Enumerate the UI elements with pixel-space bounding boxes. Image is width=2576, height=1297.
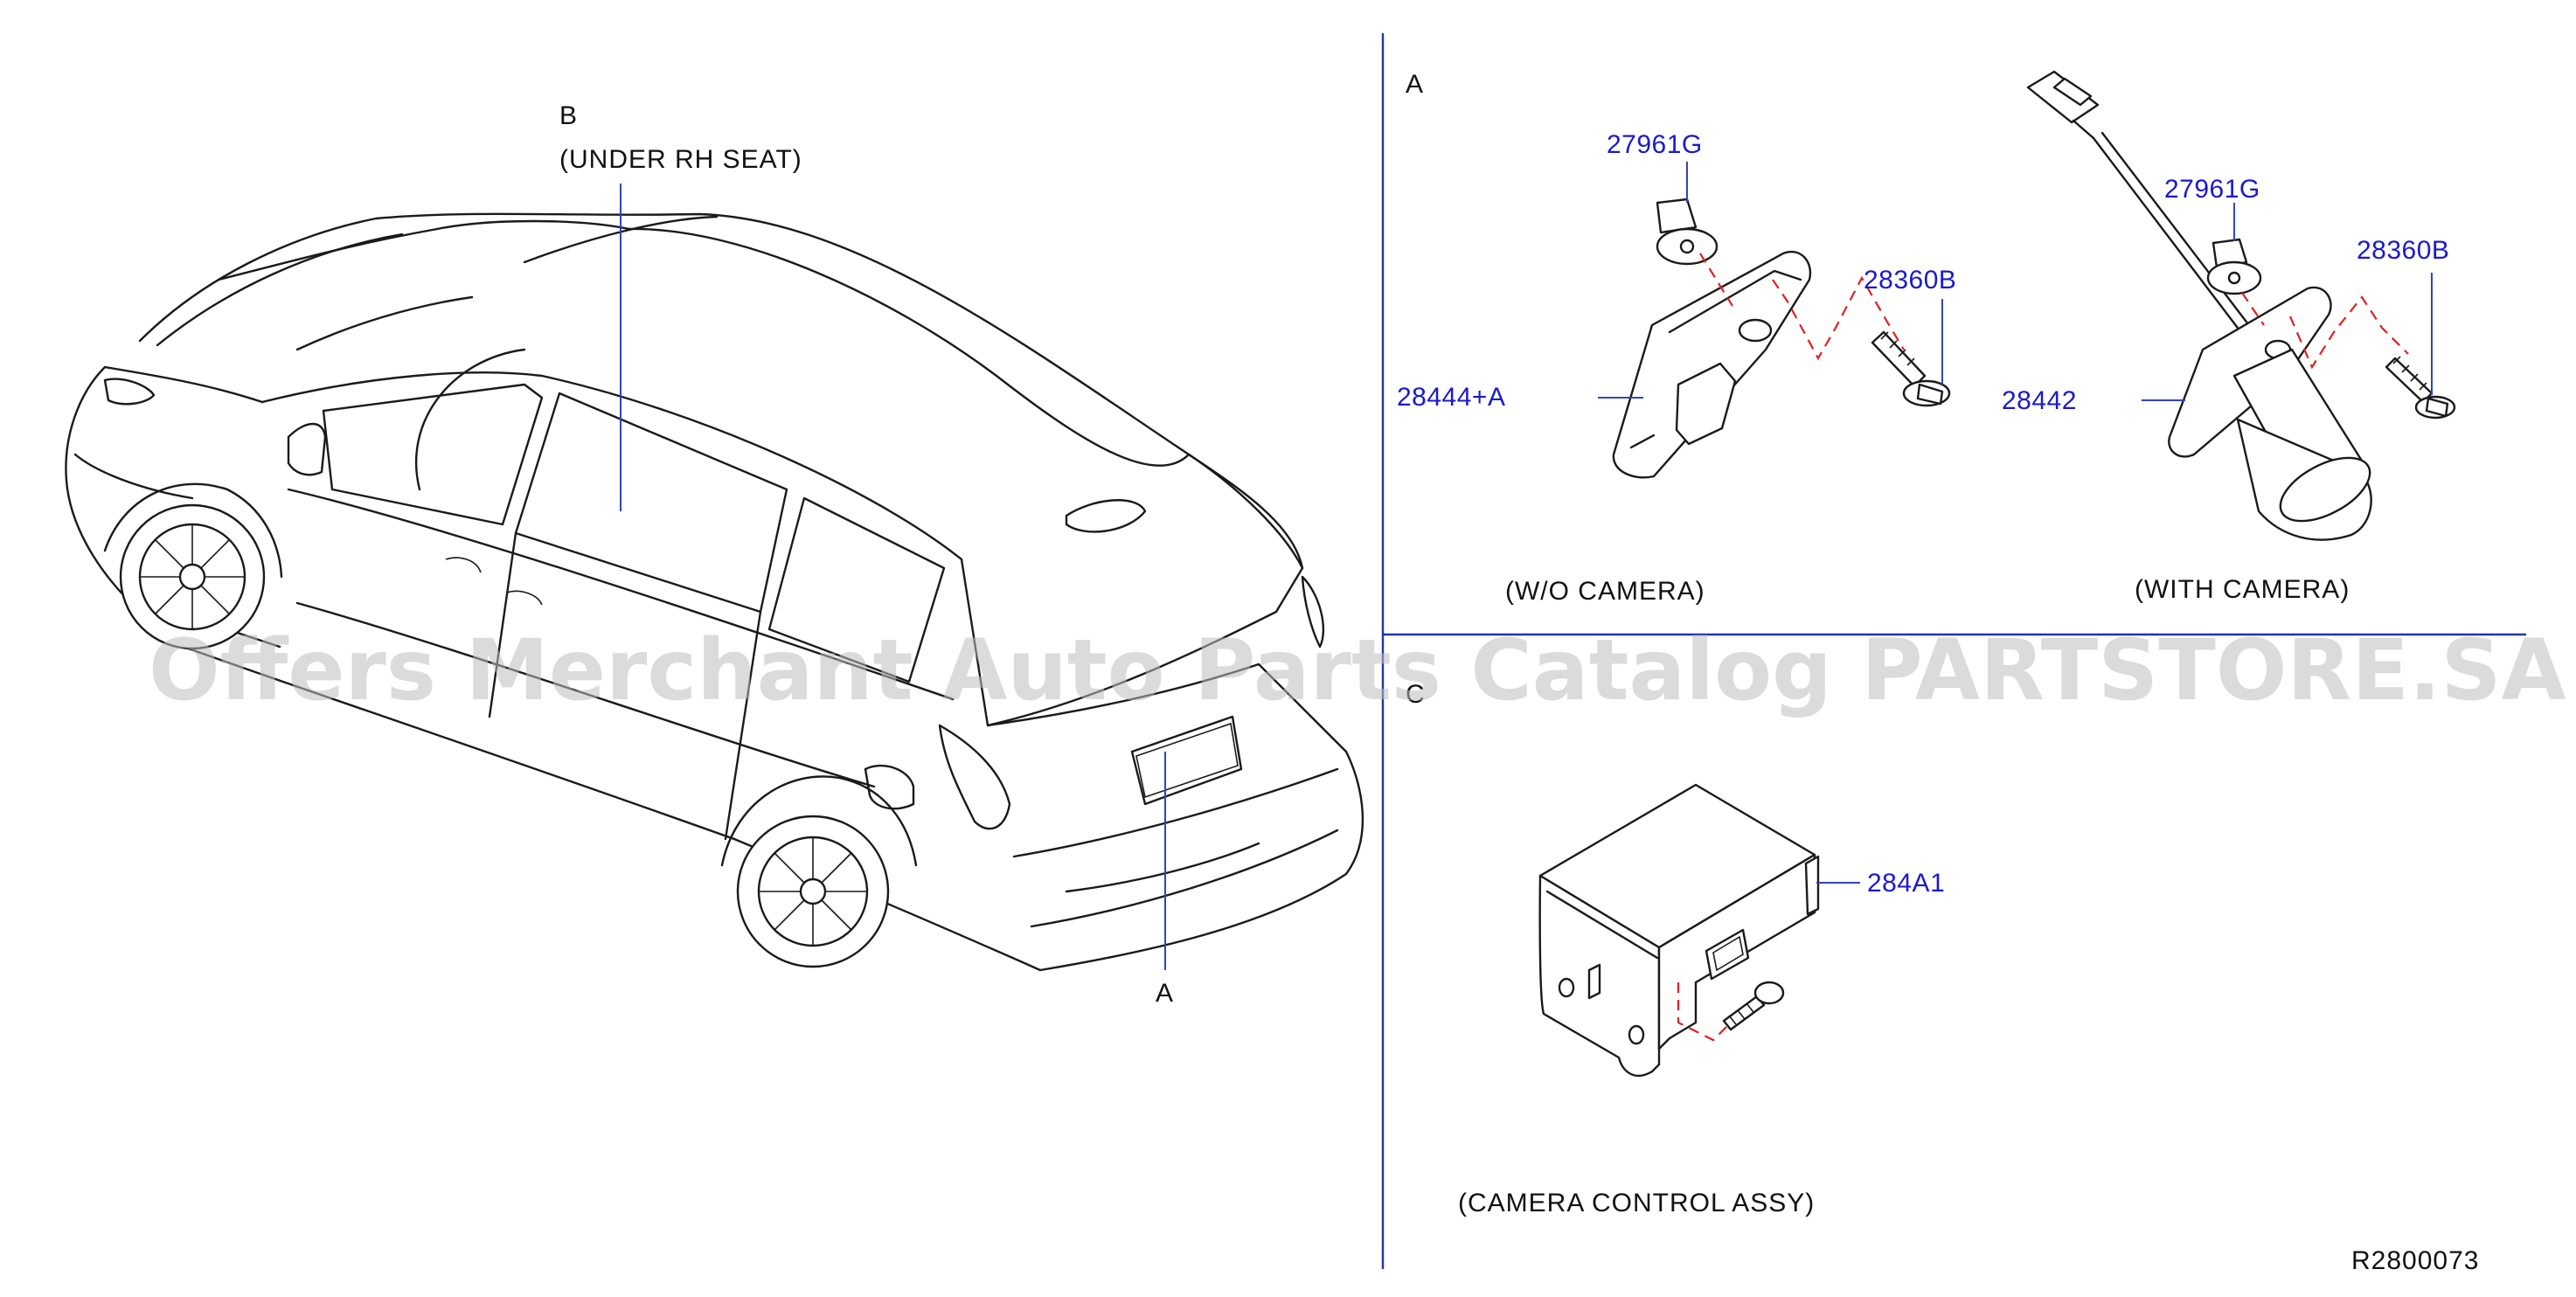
section-c-label: C <box>1406 680 1426 709</box>
clip-27961g-left <box>1656 198 1718 266</box>
callout-b-note: (UNDER RH SEAT) <box>559 145 802 174</box>
part-28444a-label: 28444+A <box>1397 383 1505 412</box>
part-28360b-label-left: 28360B <box>1864 266 1956 295</box>
caption-with-camera: (WITH CAMERA) <box>2135 575 2350 604</box>
section-a-label: A <box>1406 70 1424 99</box>
part-284a1-label: 284A1 <box>1867 869 1945 898</box>
caption-camera-control: (CAMERA CONTROL ASSY) <box>1458 1189 1815 1217</box>
control-unit-screw <box>1722 981 1785 1031</box>
camera-harness <box>2026 70 2261 347</box>
caption-wo-camera: (W/O CAMERA) <box>1505 577 1705 606</box>
watermark-text: Offers Merchant Auto Parts Catalog PARTS… <box>149 621 2566 719</box>
part-28360b-label-right: 28360B <box>2357 236 2449 265</box>
callout-b-label: B <box>559 101 578 130</box>
part-27961g-label: 27961G <box>1607 130 1703 159</box>
section-dividers <box>1381 33 2526 1269</box>
diagram-code: R2800073 <box>2351 1246 2479 1275</box>
part-28442-label: 28442 <box>2002 386 2077 415</box>
clip-27961g-right <box>2206 238 2262 295</box>
minivan-illustration <box>65 212 1364 972</box>
screw-28360b-right <box>2385 356 2456 420</box>
bracket-28444a <box>1612 251 1812 479</box>
camera-28442 <box>2168 286 2372 541</box>
screw-28360b-left <box>1871 330 1951 407</box>
part-27961g-label-right: 27961G <box>2164 175 2260 204</box>
callout-a-label: A <box>1156 979 1174 1008</box>
camera-control-unit-284a1 <box>1538 783 1820 1078</box>
